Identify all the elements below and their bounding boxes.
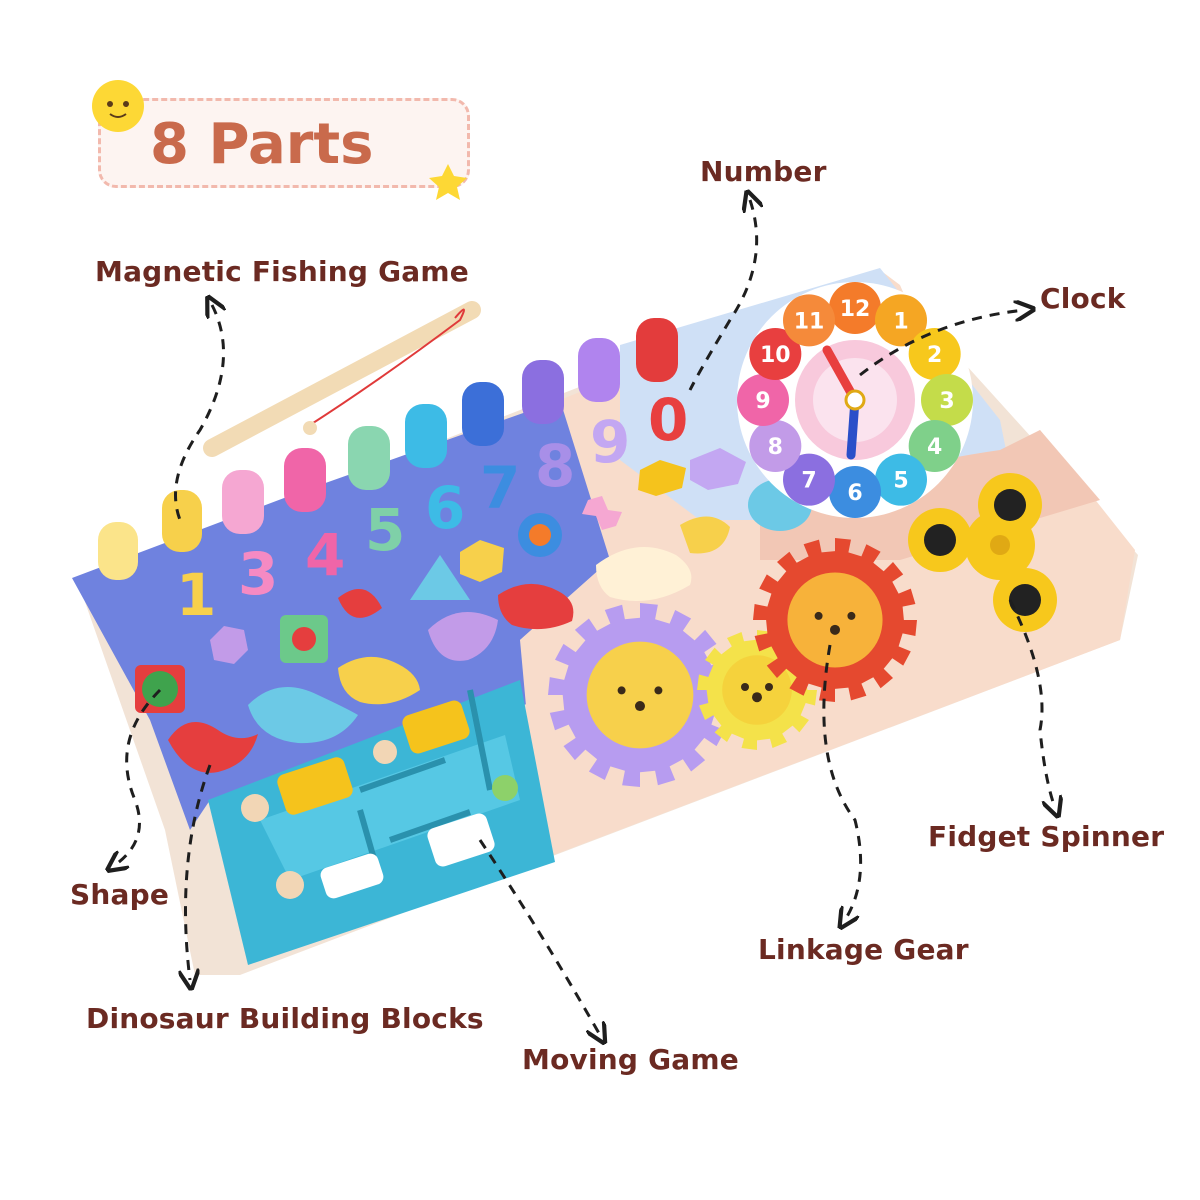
clock-pin — [844, 389, 866, 411]
parts-badge — [98, 98, 470, 188]
clock-petal — [875, 294, 927, 347]
fishing-rod — [203, 301, 481, 457]
number-block: 3 — [238, 540, 278, 608]
clock-number: 8 — [768, 435, 783, 460]
number-block: 1 — [176, 561, 216, 629]
label-clock: Clock — [1040, 282, 1126, 315]
sun-icon — [92, 80, 144, 132]
dinosaur-blocks — [168, 547, 692, 773]
annotation-arrows — [115, 200, 1055, 1035]
clock-number: 4 — [927, 435, 942, 460]
fish-pieces — [98, 318, 678, 580]
label-shape: Shape — [70, 878, 170, 911]
moving-game-maze — [208, 680, 555, 965]
clock-petal — [908, 420, 961, 472]
clock-petal — [749, 328, 802, 380]
number-block: 9 — [590, 408, 630, 476]
clock-petal — [829, 466, 881, 518]
clock-number: 10 — [760, 343, 791, 368]
number-block: 5 — [365, 496, 405, 564]
clock-petal — [829, 282, 881, 334]
gear-eye — [847, 611, 856, 620]
number-block: 8 — [535, 432, 575, 500]
clock-petal — [749, 420, 802, 472]
gear-nose — [635, 701, 645, 712]
label-number: Number — [700, 155, 827, 188]
gear-eye — [741, 683, 749, 691]
clock-number: 1 — [893, 309, 908, 334]
label-dinosaur-building-blocks: Dinosaur Building Blocks — [86, 1002, 484, 1035]
gear-lion-face — [787, 572, 883, 668]
clock-petal — [875, 453, 927, 506]
shape-blocks — [135, 448, 812, 713]
gear-eye — [617, 686, 626, 695]
gear-bear-face — [586, 641, 694, 749]
clock-petal — [908, 328, 961, 380]
clock-number: 9 — [755, 389, 770, 414]
clock-number: 12 — [840, 297, 871, 322]
label-fidget-spinner: Fidget Spinner — [928, 820, 1165, 853]
linkage-gears — [548, 538, 917, 787]
number-block: 0 — [648, 386, 688, 454]
gear-nose — [830, 624, 840, 635]
clock-number: 5 — [893, 469, 908, 494]
gear-nose — [752, 692, 762, 703]
clock-petal — [737, 374, 789, 426]
fidget-spinner — [908, 473, 1057, 632]
gear-eye — [814, 611, 823, 620]
label-magnetic-fishing-game: Magnetic Fishing Game — [95, 255, 469, 288]
number-block: 4 — [305, 521, 345, 589]
clock-number: 3 — [939, 389, 954, 414]
gear-eye — [765, 683, 773, 691]
clock-number: 11 — [794, 309, 825, 334]
gear-eye — [654, 686, 663, 695]
clock-number: 6 — [847, 481, 862, 506]
clock-petal — [921, 374, 973, 426]
label-moving-game: Moving Game — [522, 1043, 739, 1076]
number-block: 6 — [425, 474, 465, 542]
clock-petal — [783, 294, 835, 347]
number-block: 7 — [480, 454, 520, 522]
star-icon — [429, 164, 467, 200]
number-blocks: 1 2 3 4 5 6 7 8 9 0 — [176, 386, 688, 629]
label-linkage-gear: Linkage Gear — [758, 933, 969, 966]
parts-badge-title: 8 Parts — [150, 112, 374, 177]
clock-number: 2 — [927, 343, 942, 368]
clock-petal — [783, 453, 835, 506]
clock-number: 7 — [801, 469, 816, 494]
